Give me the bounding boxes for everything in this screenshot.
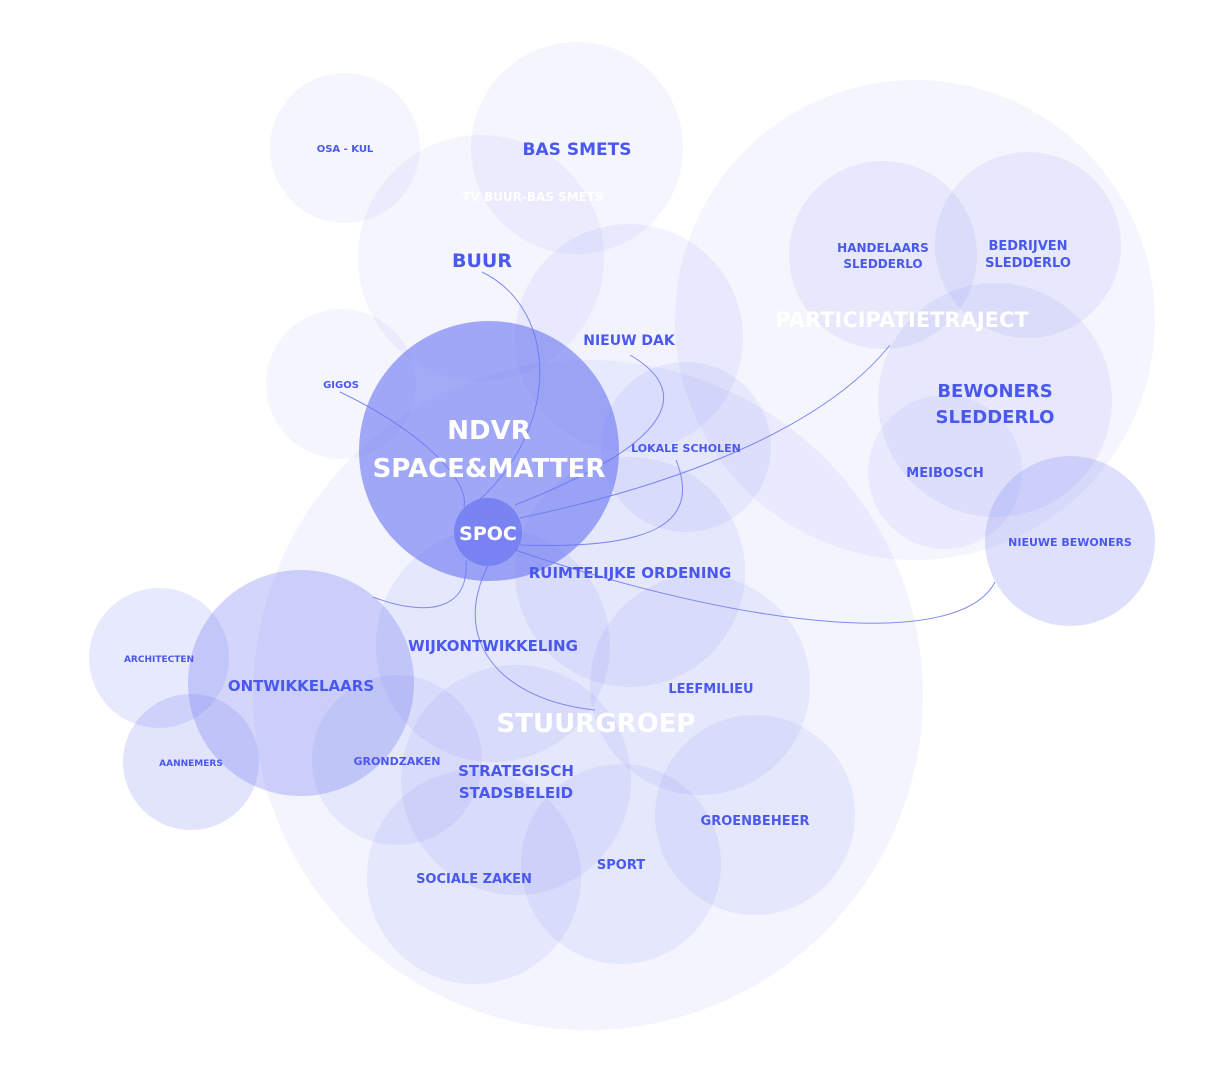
circle-osa-kul: [270, 73, 420, 223]
circle-nieuwe-bewoners: [985, 456, 1155, 626]
circle-sport: [521, 764, 721, 964]
label-leefmilieu: LEEFMILIEU: [668, 682, 753, 697]
circle-spoc: [454, 498, 522, 566]
connector-nieuw-dak: [514, 354, 665, 506]
label-strategisch-2: STADSBELEID: [459, 784, 573, 802]
circle-leefmilieu: [590, 575, 810, 795]
label-participatietraject: PARTICIPATIETRAJECT: [775, 308, 1029, 332]
label-buur: BUUR: [452, 250, 512, 272]
circle-sociale-zaken: [367, 770, 581, 984]
label-spoc: SPOC: [459, 523, 517, 545]
label-ontwikkelaars: ONTWIKKELAARS: [228, 677, 374, 695]
circle-ontwikkelaars: [188, 570, 414, 796]
label-strategisch-1: STRATEGISCH: [458, 762, 574, 780]
connector-nieuwe-bewoners: [514, 549, 996, 624]
connector-participatie: [519, 344, 891, 519]
label-sport: SPORT: [597, 858, 645, 873]
connector-ontwikkelaars: [372, 559, 467, 609]
connector-gigos: [339, 391, 465, 508]
label-ndvr-2: SPACE&MATTER: [373, 454, 606, 484]
circle-strategisch: [401, 665, 631, 895]
label-groenbeheer: GROENBEHEER: [701, 814, 810, 829]
circle-participatietraject: [675, 80, 1155, 560]
label-aannemers: AANNEMERS: [159, 759, 223, 769]
label-bas-smets: BAS SMETS: [523, 140, 632, 160]
circle-bas-smets: [471, 42, 683, 254]
connectors: [339, 271, 996, 711]
label-osa-kul: OSA - KUL: [317, 144, 374, 155]
label-meibosch: MEIBOSCH: [906, 466, 983, 481]
label-tv-buur: TV BUUR-BAS SMETS: [462, 190, 603, 204]
circle-bewoners: [878, 283, 1112, 517]
label-nieuw-dak: NIEUW DAK: [583, 333, 676, 349]
label-bedrijven-2: SLEDDERLO: [985, 256, 1071, 271]
label-stuurgroep: STUURGROEP: [497, 709, 696, 739]
label-gigos: GIGOS: [323, 380, 359, 391]
circles: [89, 42, 1155, 1030]
label-bewoners-1: BEWONERS: [937, 381, 1052, 402]
circle-architecten: [89, 588, 229, 728]
connector-stuurgroep: [474, 565, 596, 711]
label-handelaars-2: SLEDDERLO: [843, 257, 922, 271]
circle-handelaars: [789, 161, 977, 349]
labels: OSA - KUL BAS SMETS TV BUUR-BAS SMETS BU…: [124, 140, 1132, 887]
label-bewoners-2: SLEDDERLO: [936, 407, 1055, 428]
circle-wijkontwikkeling: [376, 528, 610, 762]
circle-aannemers: [123, 694, 259, 830]
label-handelaars-1: HANDELAARS: [837, 241, 929, 255]
connector-buur: [475, 271, 541, 504]
label-wijkontwikkeling: WIJKONTWIKKELING: [408, 637, 578, 655]
circle-grondzaken: [312, 675, 482, 845]
label-nieuwe-bewoners: NIEUWE BEWONERS: [1008, 536, 1132, 549]
circle-bedrijven: [935, 152, 1121, 338]
circle-tv-buur: [358, 135, 604, 381]
circle-lokale-scholen: [601, 362, 771, 532]
label-bedrijven-1: BEDRIJVEN: [988, 239, 1067, 254]
connector-lokale-scholen: [519, 459, 684, 547]
label-ruimtelijke-ordening: RUIMTELIJKE ORDENING: [529, 564, 732, 582]
label-grondzaken: GRONDZAKEN: [354, 755, 441, 768]
label-sociale-zaken: SOCIALE ZAKEN: [416, 872, 532, 887]
label-ndvr-1: NDVR: [447, 416, 530, 446]
circle-groenbeheer: [655, 715, 855, 915]
circle-ndvr: [359, 321, 619, 581]
label-architecten: ARCHITECTEN: [124, 655, 194, 665]
circle-meibosch: [868, 395, 1022, 549]
label-lokale-scholen: LOKALE SCHOLEN: [631, 442, 741, 455]
